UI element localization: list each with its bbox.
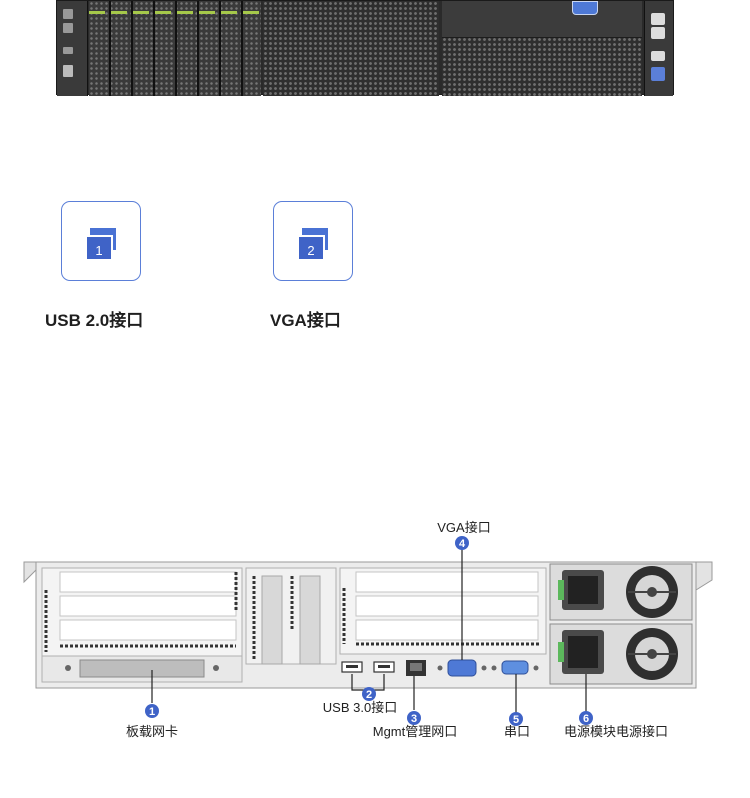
id-button-icon	[651, 13, 665, 25]
left-pcie-riser	[41, 567, 243, 665]
callout-badge-4: 4	[455, 536, 469, 550]
front-server-panel	[56, 0, 674, 96]
nfc-icon	[651, 67, 665, 81]
serial-port-icon	[501, 660, 529, 675]
port-card-2[interactable]: 2	[273, 201, 353, 281]
front-vga-area	[442, 1, 642, 38]
vga-port-icon	[447, 659, 477, 677]
front-vent-grill	[263, 1, 439, 96]
psu-module-1	[549, 563, 693, 621]
port-card-1[interactable]: 1	[61, 201, 141, 281]
middle-riser	[245, 567, 337, 665]
power-button-icon	[651, 27, 665, 39]
callout-badge-6: 6	[579, 711, 593, 725]
onboard-nic-slot	[41, 655, 243, 683]
front-right-ear	[644, 1, 673, 96]
front-vent-grill	[442, 37, 642, 96]
front-label	[63, 47, 73, 54]
callout-label-vga: VGA接口	[437, 520, 490, 535]
callout-label-psu: 电源模块电源接口	[564, 724, 668, 739]
callout-label-usb3: USB 3.0接口	[323, 700, 397, 715]
psu-module-2	[549, 623, 693, 685]
front-drive-bays	[89, 1, 261, 96]
svg-text:1: 1	[149, 706, 155, 718]
svg-text:6: 6	[583, 713, 589, 725]
right-pcie-riser	[339, 567, 547, 655]
svg-text:5: 5	[513, 714, 519, 726]
svg-text:3: 3	[411, 713, 417, 725]
callout-badge-2: 2	[362, 687, 376, 701]
huawei-logo-icon	[63, 65, 73, 77]
drive-leds	[89, 11, 261, 14]
callout-label-mgmt: Mgmt管理网口	[373, 724, 458, 739]
rear-io-ports	[341, 659, 539, 677]
port-caption-vga: VGA接口	[270, 311, 341, 330]
port-caption-usb: USB 2.0接口	[45, 311, 144, 330]
rear-panel-diagram: 1 2 3 4 5 6 板载网卡 USB 3.0接口 Mgmt管理网口 VGA接…	[23, 520, 713, 739]
front-vga-port-icon	[572, 1, 598, 15]
callout-badge-5: 5	[509, 712, 523, 726]
svg-text:2: 2	[366, 689, 372, 701]
front-label	[651, 51, 665, 61]
svg-text:4: 4	[459, 538, 466, 550]
callout-badge-3: 3	[407, 711, 421, 725]
front-left-ear	[57, 1, 88, 96]
callout-label-onboard-nic: 板载网卡	[126, 724, 178, 739]
callout-badge-1: 1	[145, 704, 159, 718]
callout-label-serial: 串口	[504, 724, 530, 739]
front-usb-port	[63, 23, 73, 33]
front-usb-port	[63, 9, 73, 19]
window-number-1-icon: 1	[85, 228, 116, 261]
card-number: 1	[95, 243, 102, 258]
window-number-2-icon: 2	[297, 228, 328, 261]
card-number: 2	[307, 243, 314, 258]
